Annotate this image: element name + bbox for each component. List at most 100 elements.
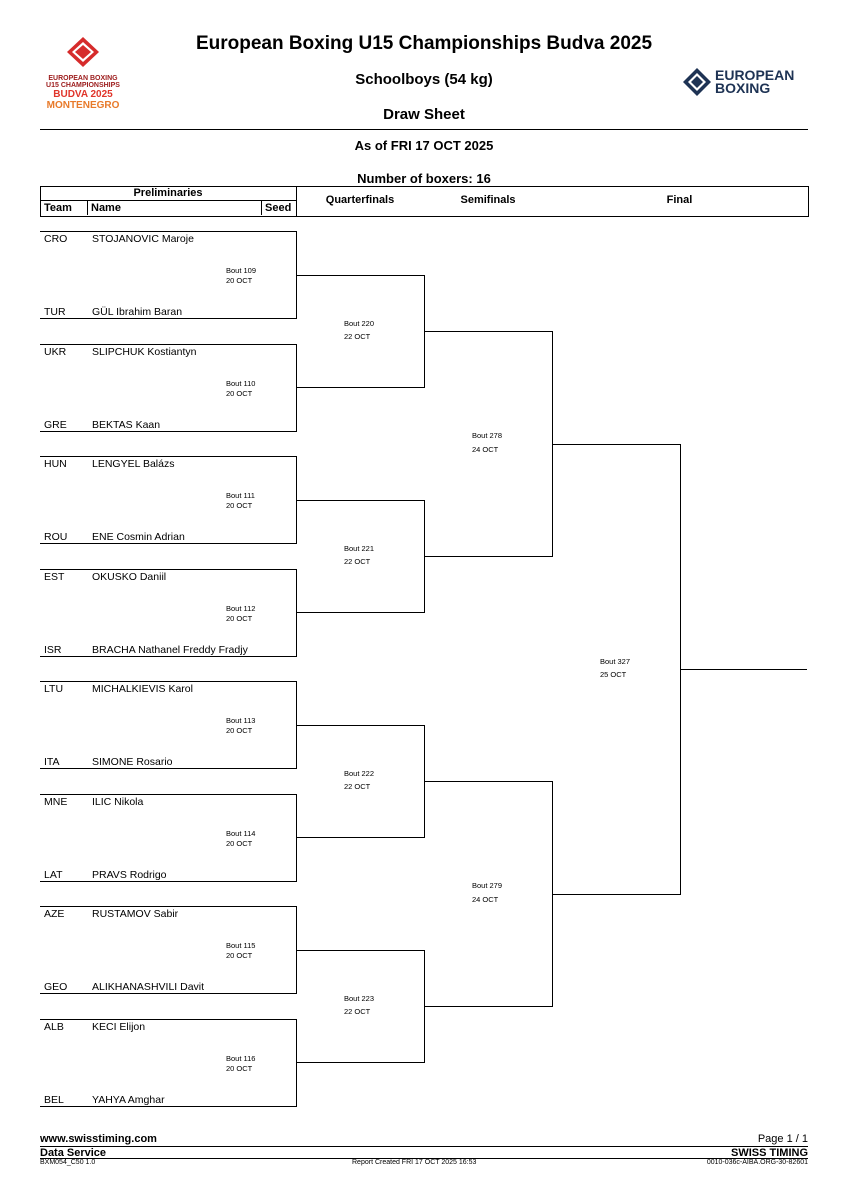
boxer-name: RUSTAMOV Sabir [92,908,179,920]
bout-date: 25 OCT [600,670,627,679]
header-quarterfinals: Quarterfinals [325,194,395,206]
boxer-team: MNE [44,796,68,808]
bracket-line [40,1106,296,1107]
boxer-team: HUN [44,458,67,470]
boxer-name: PRAVS Rodrigo [92,869,167,881]
number-of-boxers: Number of boxers: 16 [357,171,491,186]
bracket-line [296,725,424,726]
boxer-name: BEKTAS Kaan [92,419,161,431]
boxer-name: SLIPCHUK Kostiantyn [92,346,197,358]
european-boxing-emblem-icon [683,68,711,96]
bracket-line [40,344,296,345]
header-divider-prelim [296,186,297,216]
header-divider-team [87,200,88,215]
boxer-name: ENE Cosmin Adrian [92,531,185,543]
bout-number: Bout 112 [226,604,256,613]
boxer-name: SIMONE Rosario [92,756,173,768]
page-title: European Boxing U15 Championships Budva … [195,33,653,54]
bracket-line [552,894,680,895]
bout-date: 20 OCT [226,951,253,960]
bout-number: Bout 110 [226,379,256,388]
bracket-line [40,318,296,319]
boxer-name: LENGYEL Balázs [92,458,175,470]
bracket-line [40,569,296,570]
boxer-name: KECI Elijon [92,1021,146,1033]
bracket-line [296,500,424,501]
bout-number: Bout 113 [226,716,256,725]
bout-date: 20 OCT [226,614,253,623]
bracket-line [40,768,296,769]
boxer-name: STOJANOVIC Maroje [92,233,194,245]
european-boxing-logo: EUROPEAN BOXING [682,67,812,97]
footer-report-created: Report Created FRI 17 OCT 2025 16:53 [352,1159,477,1166]
bracket-line [424,331,552,332]
bracket-line [296,1019,297,1107]
boxer-name: BRACHA Nathanel Freddy Fradjy [92,644,248,656]
bracket-line [40,543,296,544]
bracket-line [296,1062,424,1063]
bracket-line [40,656,296,657]
boxer-name: ALIKHANASHVILI Davit [92,981,205,993]
footer-doc-code: BXM054_C50 1.0 [40,1159,96,1166]
header-divider-seed [261,200,262,215]
footer-website[interactable]: www.swisstiming.com [40,1133,157,1145]
bracket-line [296,275,424,276]
bracket-line [40,431,296,432]
boxer-team: AZE [44,908,65,920]
logo-line-3: BUDVA 2025 [53,89,113,100]
bracket-line [40,993,296,994]
boxer-name: YAHYA Amghar [92,1094,165,1106]
bracket-line [40,794,296,795]
draw-table-header [40,186,809,217]
boxer-name: MICHALKIEVIS Karol [92,683,193,695]
footer-brand: SWISS TIMING [731,1147,808,1159]
header-team: Team [44,202,72,214]
bracket-line [296,950,424,951]
bracket-line [296,344,297,432]
boxer-team: GEO [44,981,68,993]
bout-date: 20 OCT [226,501,253,510]
bout-date: 22 OCT [344,782,371,791]
bracket-line [424,781,552,782]
championship-emblem-icon [67,37,99,67]
header-seed: Seed [265,202,292,214]
bout-number: Bout 278 [472,431,503,440]
boxer-team: LAT [44,869,63,881]
bout-number: Bout 222 [344,769,375,778]
bout-date: 22 OCT [344,557,371,566]
bout-date: 24 OCT [472,895,499,904]
logo-line-2: U15 CHAMPIONSHIPS [46,82,120,89]
bout-number: Bout 116 [226,1054,256,1063]
boxer-team: EST [44,571,65,583]
boxer-team: LTU [44,683,64,695]
boxer-team: ISR [44,644,62,656]
winner-line [680,669,807,670]
bout-date: 22 OCT [344,1007,371,1016]
bout-number: Bout 111 [226,491,255,500]
bracket-line [424,556,552,557]
bout-date: 20 OCT [226,389,253,398]
european-boxing-line-1: EUROPEAN [715,67,795,83]
bout-number: Bout 221 [344,544,375,553]
boxer-name: OKUSKO Daniil [92,571,167,583]
footer-divider-top [40,1146,808,1147]
european-boxing-line-2: BOXING [715,80,771,96]
bout-number: Bout 109 [226,266,257,275]
bout-date: 20 OCT [226,839,253,848]
logo-line-1: EUROPEAN BOXING [48,75,118,82]
boxer-name: ILIC Nikola [92,796,144,808]
boxer-team: ALB [44,1021,64,1033]
header-final: Final [666,194,693,206]
bout-number: Bout 114 [226,829,256,838]
boxer-team: BEL [44,1094,64,1106]
bout-number: Bout 327 [600,657,631,666]
boxer-team: ITA [44,756,60,768]
bracket-line [40,231,296,232]
header-subdivider [40,200,296,201]
bracket-line [40,456,296,457]
header-divider [40,129,808,130]
boxer-name: GÜL Ibrahim Baran [92,306,183,318]
header-semifinals: Semifinals [460,194,516,206]
bracket-line [296,794,297,882]
bout-date: 20 OCT [226,1064,253,1073]
